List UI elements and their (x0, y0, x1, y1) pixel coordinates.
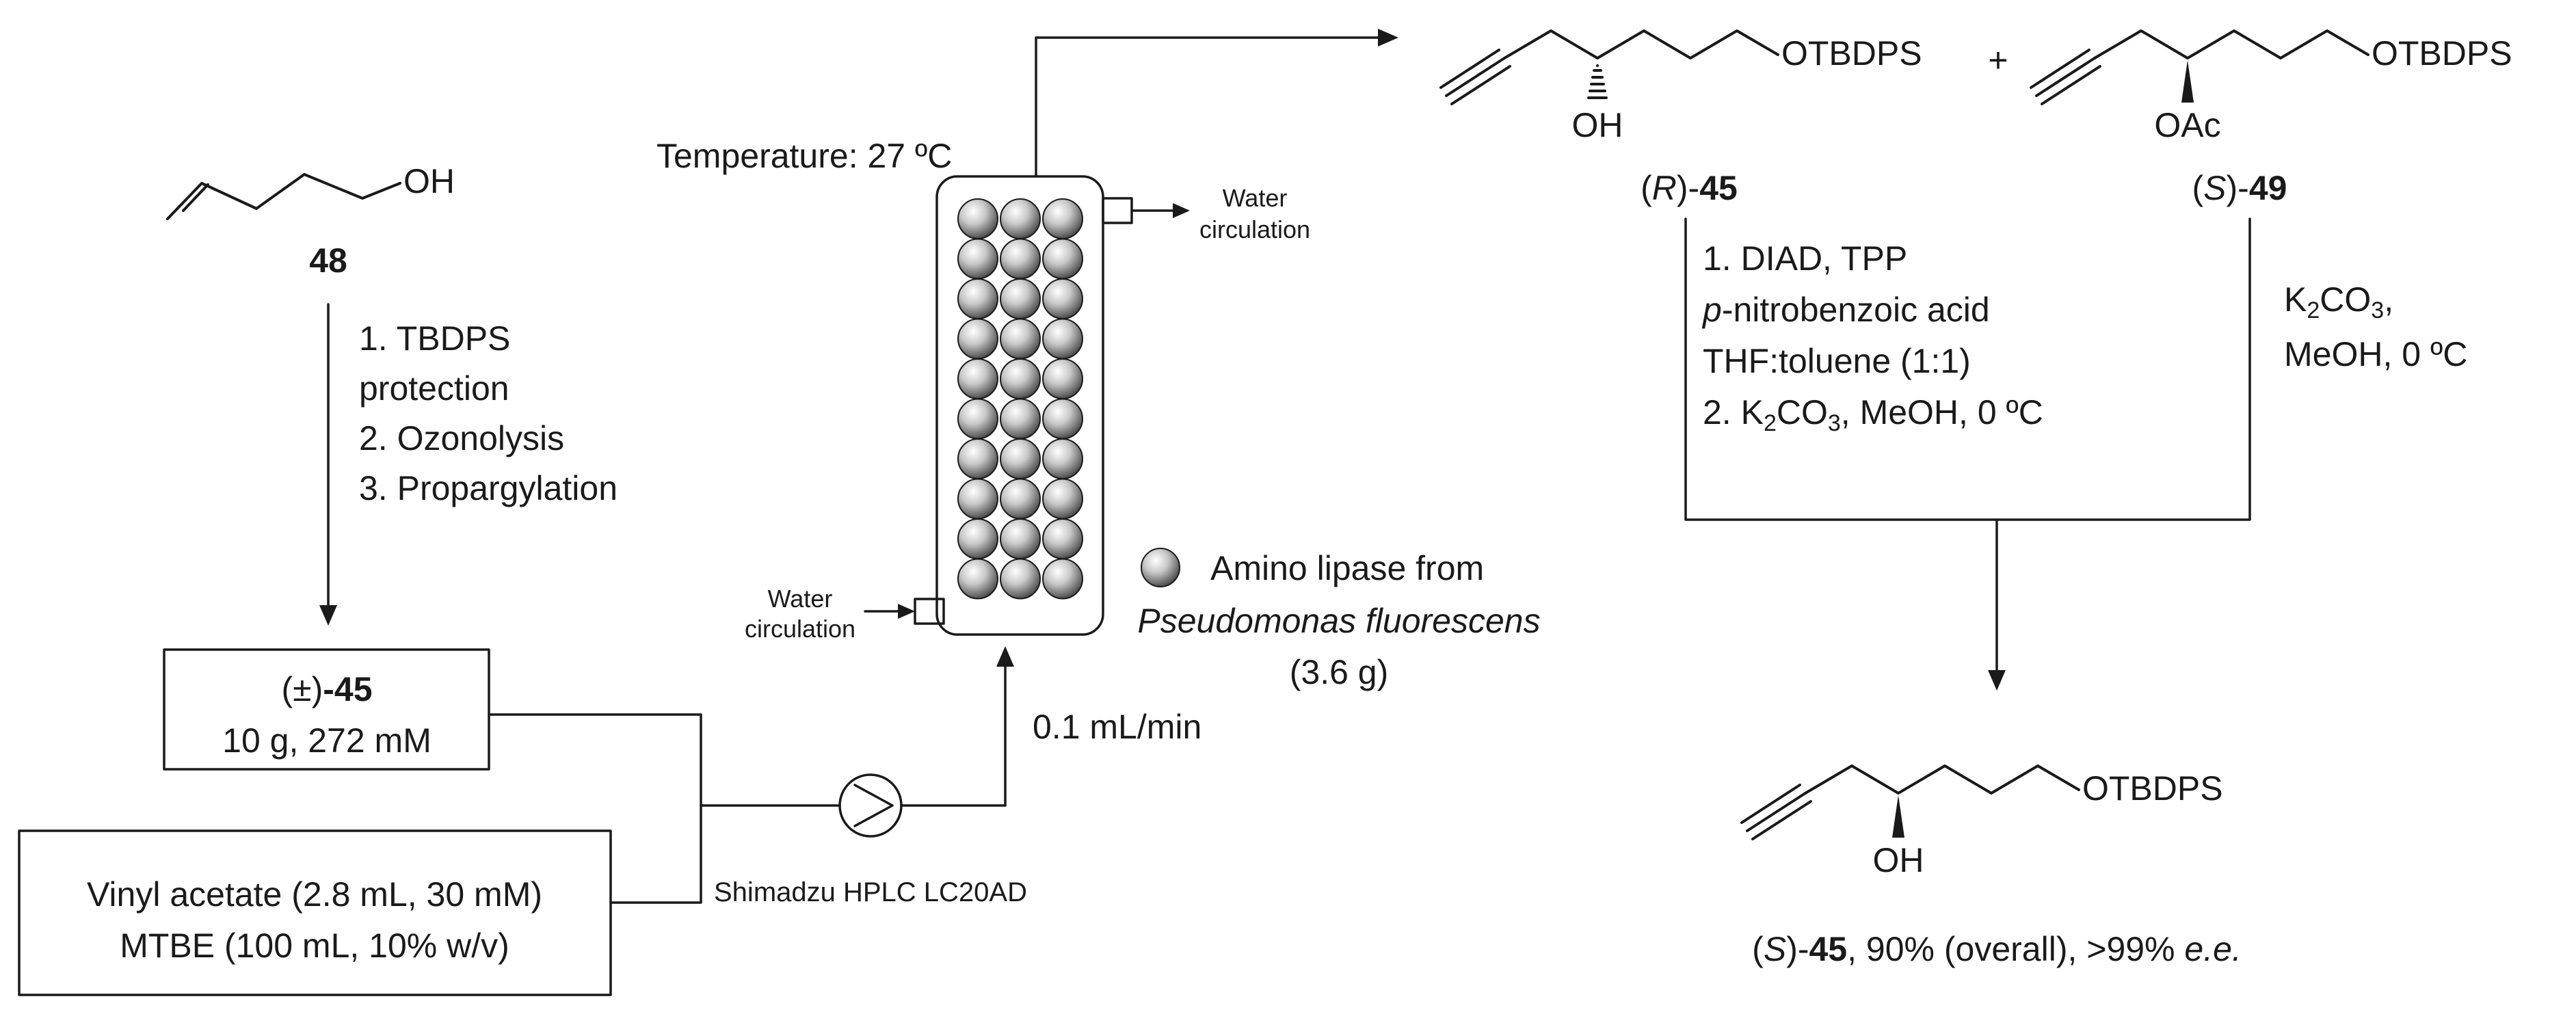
enzyme-bead (1042, 238, 1083, 280)
enzyme-bead (1042, 318, 1083, 360)
enzyme-bead (957, 438, 998, 479)
s49-label: (S)-49 (2192, 169, 2287, 207)
reagent-line-2: MTBE (100 mL, 10% w/v) (120, 927, 509, 965)
racemate-45-amount: 10 g, 272 mM (222, 721, 431, 760)
water-in-label-2: circulation (745, 615, 855, 643)
compound-48-skeleton (166, 173, 401, 220)
reagent-box: Vinyl acetate (2.8 mL, 30 mM) MTBE (100 … (18, 829, 612, 996)
enzyme-bead (1042, 478, 1083, 520)
water-outlet-port (1102, 197, 1133, 224)
enzyme-bead (957, 278, 998, 319)
pump-label: Shimadzu HPLC LC20AD (714, 877, 1027, 907)
enzyme-bead (1000, 398, 1041, 440)
packed-bed-reactor: Water circulation Water circulation Temp… (656, 29, 1398, 643)
enzyme-bead (1000, 198, 1041, 239)
water-inlet-port (914, 598, 945, 625)
compound-s49: OTBDPS OAc (S)-49 (2030, 29, 2512, 207)
r45-group: OTBDPS (1781, 34, 1922, 72)
enzyme-bead (957, 358, 998, 399)
compound-48-label: 48 (309, 241, 347, 280)
s49-group: OTBDPS (2372, 34, 2512, 72)
reactor-column (935, 175, 1104, 636)
plus-sign: + (1988, 41, 2008, 79)
enzyme-bead (957, 198, 998, 239)
reactor-temperature: Temperature: 27 ºC (656, 137, 952, 175)
converging-arrows (1684, 217, 2251, 691)
enzyme-bead (1000, 558, 1041, 600)
enzyme-bead (957, 398, 998, 440)
enzyme-bead (1000, 478, 1041, 520)
compound-r45: OTBDPS OH (R)-45 (1439, 29, 1922, 207)
hydrolysis-line-1: K2CO3, (2284, 280, 2393, 323)
enzyme-bead (1042, 398, 1083, 440)
hplc-pump: Shimadzu HPLC LC20AD (714, 773, 1027, 907)
enzyme-bead (957, 478, 998, 520)
enzyme-bead (1042, 278, 1083, 319)
enzyme-bead (957, 518, 998, 559)
step1-line-4: 3. Propargylation (359, 469, 618, 507)
enzyme-beads (957, 198, 1083, 600)
enzyme-bead (957, 238, 998, 280)
enzyme-line-2: Pseudomonas fluorescens (1137, 602, 1540, 640)
s45-label: (S)-45, 90% (overall), >99% e.e. (1752, 930, 2242, 968)
enzyme-bead (1042, 518, 1083, 559)
enzyme-bead (957, 318, 998, 360)
enzyme-bead (1042, 558, 1083, 600)
enzyme-line-1: Amino lipase from (1210, 549, 1484, 587)
s49-substituent: OAc (2154, 106, 2220, 144)
enzyme-bead (1042, 358, 1083, 399)
solid-wedge (2181, 60, 2194, 103)
water-out-label-1: Water (1223, 184, 1288, 212)
alkyne-bond (1445, 57, 1506, 97)
enzyme-line-3: (3.6 g) (1290, 653, 1389, 691)
reagent-line-1: Vinyl acetate (2.8 mL, 30 mM) (87, 875, 542, 914)
enzyme-bead (1000, 238, 1041, 280)
r45-label: (R)-45 (1641, 169, 1738, 207)
step1-line-1: 1. TBDPS (359, 319, 510, 358)
enzyme-bead (1000, 358, 1041, 399)
enzyme-legend: Amino lipase from Pseudomonas fluorescen… (1137, 548, 1541, 691)
mitsunobu-line-3: THF:toluene (1:1) (1703, 342, 1971, 380)
hydrolysis-line-2: MeOH, 0 ºC (2284, 335, 2467, 373)
compound-48-group: OH (403, 162, 455, 200)
step1-conditions: 1. TBDPS protection 2. Ozonolysis 3. Pro… (359, 319, 618, 507)
hashed-wedge (1587, 64, 1608, 99)
water-in-label-1: Water (768, 585, 833, 613)
step1-line-3: 2. Ozonolysis (359, 419, 564, 457)
compound-48-double-bond (182, 183, 209, 212)
mitsunobu-line-4: 2. K2CO3, MeOH, 0 ºC (1703, 393, 2043, 436)
enzyme-bead (1000, 318, 1041, 360)
r45-substituent: OH (1572, 106, 1623, 144)
mitsunobu-conditions: 1. DIAD, TPP p-nitrobenzoic acid THF:tol… (1701, 239, 2043, 436)
racemate-45-box: (±)-45 10 g, 272 mM (163, 648, 490, 771)
pump-icon (838, 773, 903, 838)
arrow-48-to-45 (319, 303, 337, 626)
flow-rate: 0.1 mL/min (1033, 708, 1201, 746)
racemate-45-label: (±)-45 (281, 670, 372, 708)
solid-wedge (1892, 795, 1904, 838)
compound-48: OH 48 (166, 162, 455, 280)
mitsunobu-line-2: p-nitrobenzoic acid (1701, 291, 1990, 329)
bead-legend-icon (1141, 548, 1180, 587)
water-out-label-2: circulation (1199, 215, 1310, 243)
step1-line-2: protection (359, 369, 509, 408)
hydrolysis-conditions: K2CO3, MeOH, 0 ºC (2284, 280, 2467, 373)
enzyme-bead (1000, 278, 1041, 319)
s45-substituent: OH (1873, 841, 1924, 879)
compound-s45: OTBDPS OH (S)-45, 90% (overall), >99% e.… (1740, 764, 2242, 968)
mitsunobu-line-1: 1. DIAD, TPP (1703, 239, 1907, 278)
enzyme-bead (957, 558, 998, 600)
feed-lines (488, 646, 1014, 904)
s45-group: OTBDPS (2082, 769, 2223, 808)
enzyme-bead (1042, 438, 1083, 479)
enzyme-bead (1000, 518, 1041, 559)
enzyme-bead (1000, 438, 1041, 479)
enzyme-bead (1042, 198, 1083, 239)
